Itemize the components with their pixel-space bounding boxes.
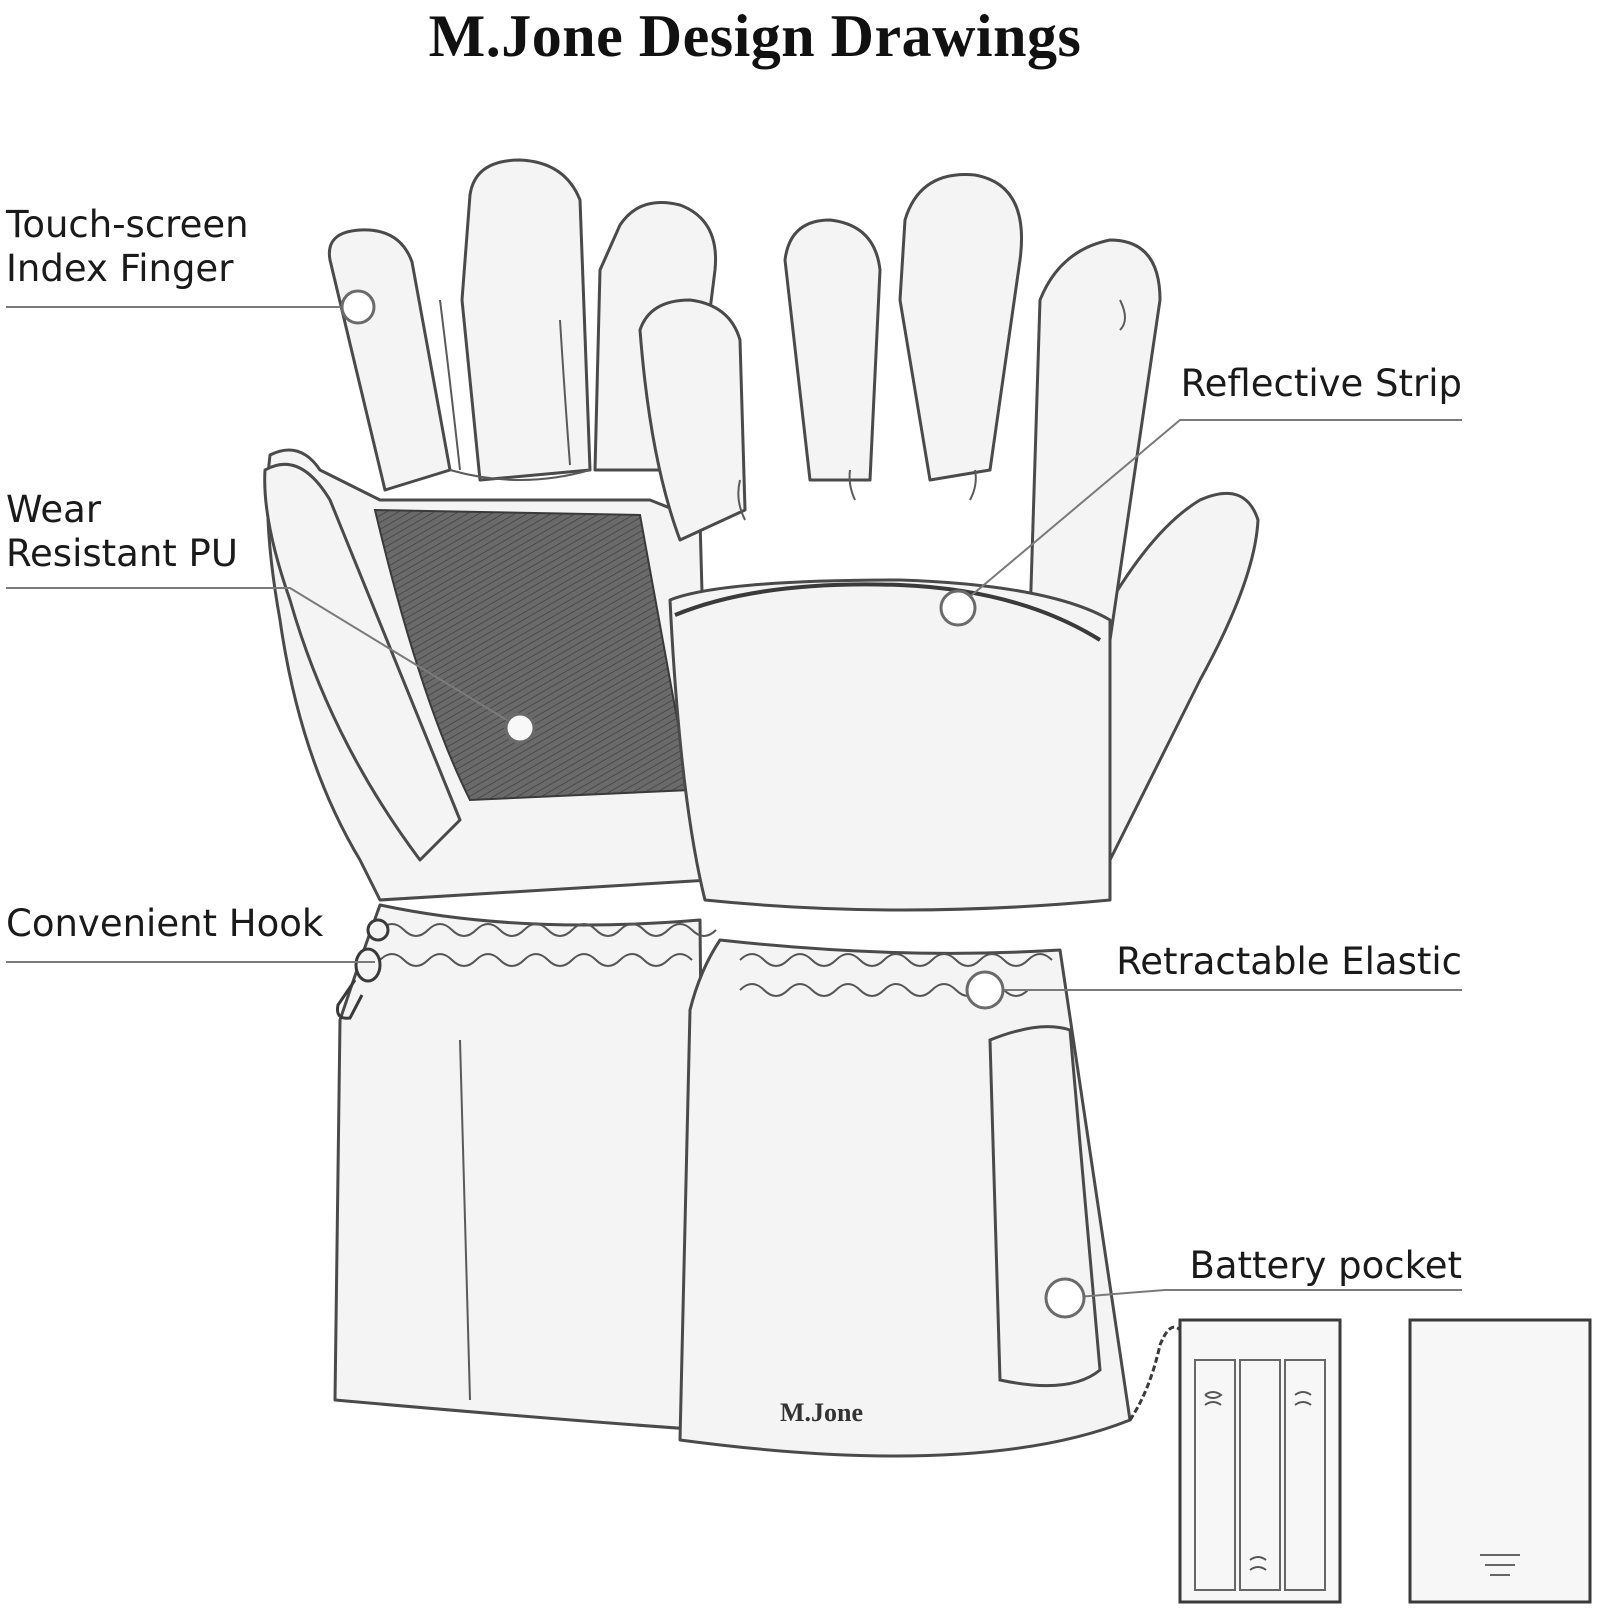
- right-back-of-hand: [668, 578, 1112, 912]
- marker-elastic: [965, 970, 1005, 1010]
- left-index-finger: [327, 228, 452, 492]
- glove-brand-label: M.Jone: [780, 1398, 864, 1427]
- right-glove: [638, 173, 1260, 1458]
- right-pinky-finger: [1028, 238, 1162, 642]
- hook-icon: [336, 918, 390, 1020]
- battery-cable: [1128, 1325, 1182, 1421]
- callout-wear-line2: Resistant PU: [6, 532, 238, 575]
- marker-battery-pocket: [1044, 1277, 1086, 1319]
- callout-touch-screen: Touch-screen Index Finger: [6, 203, 249, 291]
- callout-wear-line1: Wear: [6, 488, 102, 531]
- right-thumb: [1098, 491, 1260, 862]
- right-index-finger: [638, 298, 747, 542]
- left-elastic: [379, 923, 717, 967]
- left-middle-finger: [460, 158, 592, 482]
- callout-wear-resistant: Wear Resistant PU: [6, 488, 238, 576]
- left-thumb: [263, 462, 462, 862]
- callout-battery: Battery pocket: [1189, 1244, 1462, 1287]
- right-cuff: [678, 938, 1132, 1458]
- right-ring-finger: [898, 173, 1023, 482]
- reflective-strip: [674, 582, 1102, 642]
- callout-markers: [340, 289, 1086, 1319]
- leader-lines: [6, 306, 1462, 1299]
- marker-wear-resistant: [504, 712, 536, 744]
- callout-touch-screen-line1: Touch-screen: [6, 203, 249, 246]
- pu-patch: [373, 508, 692, 802]
- page-title: M.Jone Design Drawings: [428, 3, 1082, 69]
- right-middle-finger: [783, 218, 882, 482]
- callout-hook: Convenient Hook: [6, 902, 324, 945]
- callout-reflective: Reflective Strip: [1180, 362, 1462, 405]
- marker-reflective: [939, 589, 977, 627]
- right-seams: [737, 299, 1126, 521]
- callout-touch-screen-line2: Index Finger: [6, 247, 234, 290]
- left-cuff: [333, 903, 707, 1432]
- battery-pocket-flap: [988, 1025, 1102, 1388]
- battery-box-closed: [1408, 1318, 1592, 1604]
- battery-box-open: [1178, 1318, 1342, 1604]
- left-glove: [263, 158, 718, 1432]
- left-seams: [439, 299, 591, 1401]
- callout-elastic: Retractable Elastic: [1116, 940, 1462, 983]
- marker-touch-screen: [340, 289, 376, 325]
